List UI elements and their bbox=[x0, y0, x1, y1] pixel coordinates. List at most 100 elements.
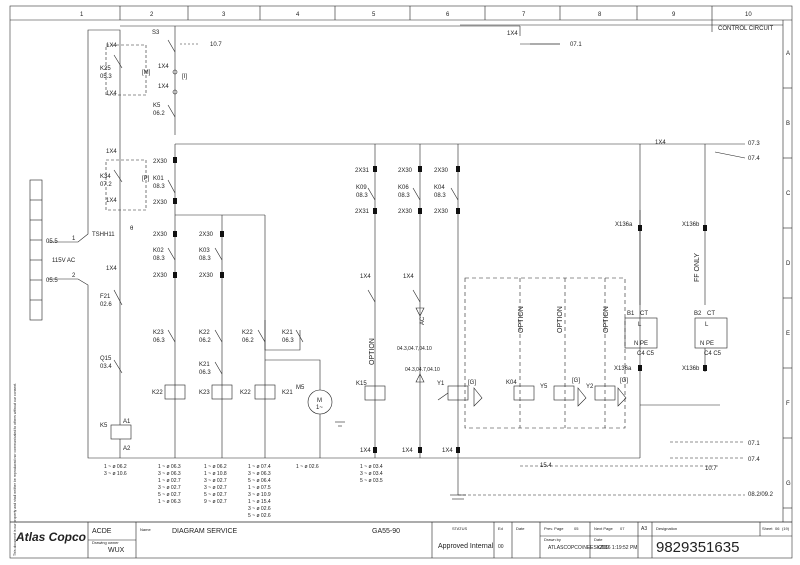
column-numbers: 1 2 3 4 5 6 7 8 9 10 bbox=[80, 12, 752, 18]
status-value: Approved Internal bbox=[438, 543, 494, 550]
k02-name: K02 bbox=[153, 248, 164, 254]
xref-line: 9 ~ ø 02.7 bbox=[204, 499, 227, 505]
wire-2: 2 bbox=[72, 273, 76, 279]
terminal-2x30: 2X30 bbox=[398, 209, 413, 215]
terminal-1x4: 1X4 bbox=[507, 31, 518, 37]
ac-ref: 04.3,04.7,04.10 bbox=[397, 346, 432, 352]
s3-ref: 10.7 bbox=[210, 42, 222, 48]
xref-line: 3 ~ ø 06.3 bbox=[158, 471, 181, 477]
row-letter: D bbox=[786, 261, 791, 267]
ed-label: Ed bbox=[498, 526, 503, 531]
coil-label: K23 bbox=[199, 390, 210, 396]
terminal-1x4: 1X4 bbox=[402, 448, 413, 454]
column-number: 10 bbox=[745, 12, 752, 18]
k04-name: K04 bbox=[434, 185, 445, 191]
ref-f-1: 07.1 bbox=[748, 441, 760, 447]
k21-name: K21 bbox=[199, 362, 210, 368]
tshh11-symbol: θ bbox=[130, 226, 134, 232]
next-page-label: Next Page bbox=[594, 526, 613, 531]
next-page-value: 07 bbox=[620, 526, 625, 531]
model-value: GA55-90 bbox=[372, 528, 400, 535]
row-letter: A bbox=[786, 51, 790, 57]
b2-l: L bbox=[705, 322, 709, 328]
row-letter: G bbox=[786, 481, 791, 487]
option-label: OPTION bbox=[369, 338, 376, 365]
xref-line: 3 ~ ø 10.6 bbox=[104, 471, 127, 477]
option-label: OPTION bbox=[603, 306, 610, 333]
ref-a: 07.1 bbox=[570, 42, 582, 48]
k21-ref: 06.3 bbox=[282, 338, 294, 344]
ref-b-2: 07.4 bbox=[748, 156, 760, 162]
s3-name: S3 bbox=[152, 30, 160, 36]
k5-coil-name: K5 bbox=[100, 423, 108, 429]
terminal-1x4: 1X4 bbox=[106, 266, 117, 272]
b2-ct: CT bbox=[707, 311, 715, 317]
owner-value: WUX bbox=[108, 547, 125, 554]
xref-line: 1 ~ ø 02.6 bbox=[296, 464, 319, 470]
k5-contact-tag: [I] bbox=[182, 74, 187, 80]
row-letter: C bbox=[786, 191, 791, 197]
y5-name: Y5 bbox=[540, 384, 548, 390]
y2-tag: [G] bbox=[620, 378, 628, 384]
k5-coil-a1: A1 bbox=[123, 419, 131, 425]
k22-ref: 06.2 bbox=[199, 338, 211, 344]
xref-line: 5 ~ ø 02.7 bbox=[158, 492, 181, 498]
terminal-1x4: 1X4 bbox=[442, 448, 453, 454]
xref-line: 1 ~ ø 10.8 bbox=[204, 471, 227, 477]
y1-name: Y1 bbox=[437, 381, 445, 387]
acde-label: ACDE bbox=[92, 528, 112, 535]
section-title: CONTROL CIRCUIT bbox=[718, 26, 773, 32]
coil-label: K22 bbox=[152, 390, 163, 396]
xref-line: 5 ~ ø 03.5 bbox=[360, 478, 383, 484]
k03-ref: 08.3 bbox=[199, 256, 211, 262]
xref-line: 1 ~ ø 06.3 bbox=[158, 464, 181, 470]
sheet-value: 06 bbox=[775, 526, 780, 531]
b1-name: B1 bbox=[627, 311, 635, 317]
k23-ref: 06.3 bbox=[153, 338, 165, 344]
xref-line: 5 ~ ø 02.6 bbox=[248, 513, 271, 519]
terminal-2x30: 2X30 bbox=[434, 168, 449, 174]
column-number: 3 bbox=[222, 12, 226, 18]
row-letter: F bbox=[786, 401, 790, 407]
company-logo: Atlas Copco bbox=[15, 530, 86, 544]
prev-page-value: 05 bbox=[574, 526, 579, 531]
ed-value: 00 bbox=[498, 544, 504, 550]
b1-c: C4 C5 bbox=[637, 351, 655, 357]
xref-line: 3 ~ ø 06.3 bbox=[248, 471, 271, 477]
sheet-total: (19) bbox=[782, 526, 790, 531]
xref-line: 3 ~ ø 10.9 bbox=[248, 492, 271, 498]
ac-label: AC bbox=[420, 316, 426, 325]
y1-ref: 04.3,04.7,04.10 bbox=[405, 367, 440, 373]
mid-ref: 15.4 bbox=[540, 463, 552, 469]
xref-line: 1 ~ ø 03.4 bbox=[360, 464, 383, 470]
k09-name: K09 bbox=[356, 185, 367, 191]
date-label: Date bbox=[516, 526, 525, 531]
terminal-2x30: 2X30 bbox=[199, 232, 214, 238]
b1-terminals: N PE bbox=[634, 341, 648, 347]
k22-ref: 06.2 bbox=[242, 338, 254, 344]
k23-name: K23 bbox=[153, 330, 164, 336]
k22-name: K22 bbox=[242, 330, 253, 336]
supply-label: 115V AC bbox=[52, 258, 76, 264]
terminal-1x4: 1X4 bbox=[158, 84, 169, 90]
k22-name: K22 bbox=[199, 330, 210, 336]
ref-f-2: 07.4 bbox=[748, 457, 760, 463]
column-number: 7 bbox=[522, 12, 526, 18]
side-note: This document is our property and shall … bbox=[13, 383, 17, 556]
k34-name: K34 bbox=[100, 174, 111, 180]
k25-tag: [M] bbox=[142, 70, 151, 76]
k21-name: K21 bbox=[282, 330, 293, 336]
terminal-2x30: 2X30 bbox=[199, 273, 214, 279]
row-letters: A B C D E F G bbox=[786, 51, 791, 487]
row-letter: E bbox=[786, 331, 790, 337]
wire-1: 1 bbox=[72, 236, 76, 242]
xref-line: 3 ~ ø 03.4 bbox=[360, 471, 383, 477]
terminal-2x30: 2X30 bbox=[153, 273, 168, 279]
designation-label: Designation bbox=[656, 526, 677, 531]
column-number: 8 bbox=[598, 12, 602, 18]
terminal-1x4: 1X4 bbox=[106, 198, 117, 204]
m5-symbol: M bbox=[317, 398, 322, 404]
terminal-2x30: 2X30 bbox=[434, 209, 449, 215]
k09-ref: 08.3 bbox=[356, 193, 368, 199]
x136b-label: X136b bbox=[682, 222, 700, 228]
